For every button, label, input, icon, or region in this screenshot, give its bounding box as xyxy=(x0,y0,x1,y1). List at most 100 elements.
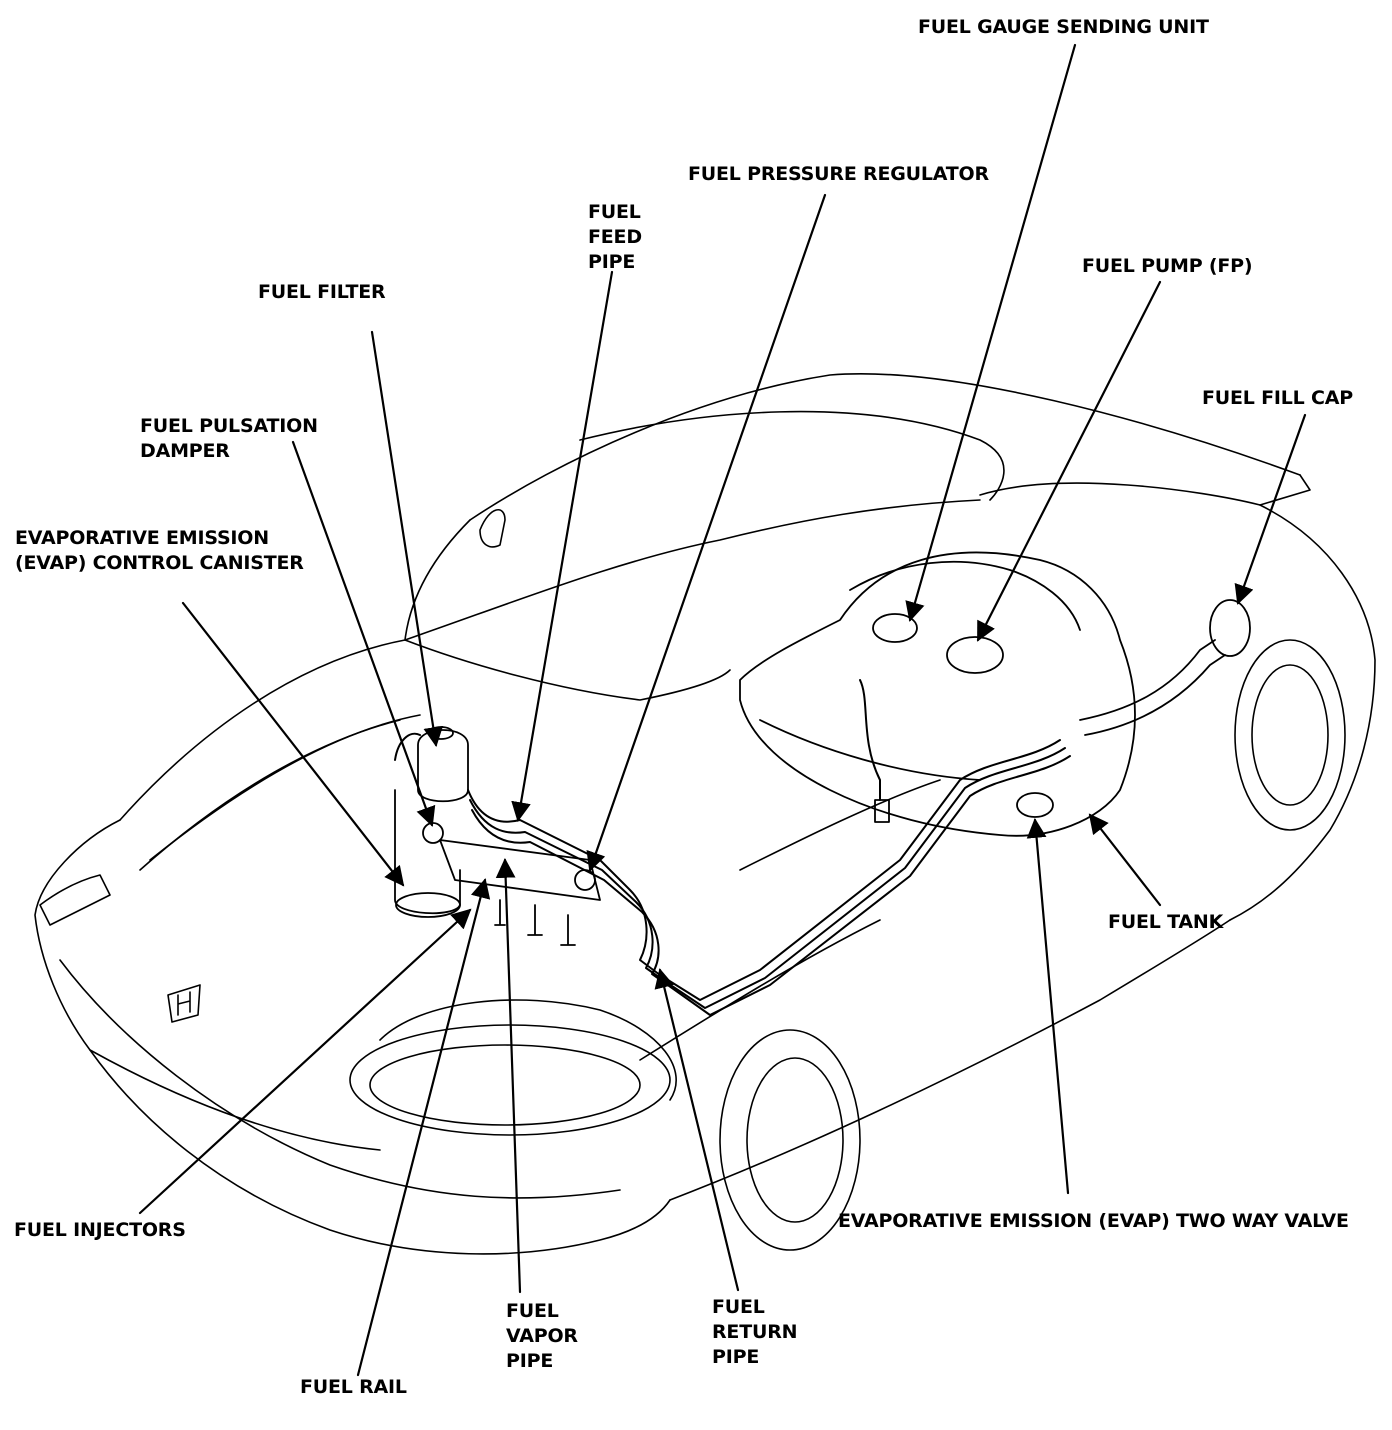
tank-body xyxy=(739,551,1136,837)
label-fuel-pump: FUEL PUMP (FP) xyxy=(1082,254,1253,279)
label-evap-two-way-valve: EVAPORATIVE EMISSION (EVAP) TWO WAY VALV… xyxy=(838,1209,1349,1234)
fuel-return-line xyxy=(469,747,1066,1009)
label-fuel-gauge-sending-unit: FUEL GAUGE SENDING UNIT xyxy=(918,15,1209,40)
fuel-tank-assembly xyxy=(739,551,1251,837)
label-fuel-tank: FUEL TANK xyxy=(1108,910,1223,935)
label-text: FUEL xyxy=(506,1300,559,1322)
fuel-rail-body xyxy=(439,839,601,901)
label-fuel-injectors: FUEL INJECTORS xyxy=(14,1218,186,1243)
lower-grille-line xyxy=(89,1049,381,1151)
label-text: PIPE xyxy=(506,1350,554,1372)
fuel-vapor-line xyxy=(471,755,1071,1016)
label-text: PIPE xyxy=(588,251,636,273)
leader-fuel-pulsation-damper xyxy=(291,440,436,827)
side-mirror xyxy=(479,509,506,548)
sending-unit xyxy=(872,613,918,643)
hood-crease xyxy=(139,719,401,871)
label-text: EVAPORATIVE EMISSION xyxy=(15,527,269,549)
two-way-valve xyxy=(1016,792,1054,818)
leader-fuel-pump xyxy=(976,280,1162,642)
label-text: EVAPORATIVE EMISSION (EVAP) TWO WAY VALV… xyxy=(838,1210,1349,1232)
hood-edge xyxy=(119,639,406,821)
label-text: FUEL FILL CAP xyxy=(1202,387,1353,409)
front-wheel-inner xyxy=(746,1057,844,1223)
hood-crease-2 xyxy=(149,714,421,861)
label-fuel-return-pipe: FUEL RETURN PIPE xyxy=(712,1295,798,1370)
label-text: FEED xyxy=(588,226,642,248)
rocker-line xyxy=(669,919,1231,1201)
leader-fuel-filter xyxy=(370,330,444,747)
label-text: FUEL PULSATION xyxy=(140,415,318,437)
a-pillar xyxy=(404,499,981,641)
front-lip xyxy=(59,959,621,1199)
leader-fuel-feed-pipe xyxy=(511,270,614,822)
door-line xyxy=(639,919,881,1061)
label-text: FUEL PRESSURE REGULATOR xyxy=(688,163,989,185)
label-text: RETURN xyxy=(712,1321,798,1343)
label-text: FUEL xyxy=(712,1296,765,1318)
label-fuel-feed-pipe: FUEL FEED PIPE xyxy=(588,200,642,275)
tank-top-ridge xyxy=(849,560,1081,631)
label-fuel-vapor-pipe: FUEL VAPOR PIPE xyxy=(506,1299,578,1374)
label-text: FUEL RAIL xyxy=(300,1376,407,1398)
rear-deck xyxy=(979,474,1311,506)
leader-evap-two-way-valve xyxy=(1026,818,1070,1195)
rear-wheel xyxy=(1234,639,1346,831)
honda-logo-h xyxy=(177,991,191,1016)
side-sill xyxy=(739,779,941,871)
label-text: VAPOR xyxy=(506,1325,578,1347)
car-body xyxy=(34,373,1376,1255)
evap-line xyxy=(394,732,421,761)
label-text: FUEL INJECTORS xyxy=(14,1219,186,1241)
label-text: FUEL PUMP (FP) xyxy=(1082,255,1253,277)
label-text: FUEL GAUGE SENDING UNIT xyxy=(918,16,1209,38)
canister-body xyxy=(394,789,461,915)
engine-fuel-components xyxy=(394,726,601,946)
nose xyxy=(34,819,671,1255)
front-wheel xyxy=(719,1029,861,1251)
headlight xyxy=(39,874,111,926)
leader-fuel-gauge-sending-unit xyxy=(905,43,1077,622)
canister-base xyxy=(395,892,461,918)
label-text: PIPE xyxy=(712,1346,760,1368)
injector-2 xyxy=(527,904,543,936)
label-text: FUEL xyxy=(588,201,641,223)
label-evap-canister: EVAPORATIVE EMISSION (EVAP) CONTROL CANI… xyxy=(15,526,304,576)
roof-inner-line xyxy=(579,410,1005,501)
front-fender-scoop xyxy=(349,1024,671,1136)
filler-neck-2 xyxy=(1084,654,1226,736)
leader-fuel-return-pipe xyxy=(654,968,740,1292)
filler-neck xyxy=(1079,639,1216,721)
label-text: DAMPER xyxy=(140,440,230,462)
windshield xyxy=(404,519,731,701)
tank-lower-ridge xyxy=(759,719,981,781)
label-text: FUEL FILTER xyxy=(258,281,386,303)
fuel-feed-line xyxy=(467,739,1061,1001)
label-fuel-filter: FUEL FILTER xyxy=(258,280,386,305)
injector-3 xyxy=(560,914,576,946)
injector-1 xyxy=(494,899,506,926)
front-fender-scoop-inner xyxy=(369,1044,641,1126)
leader-lines xyxy=(138,43,1307,1377)
leader-fuel-tank xyxy=(1088,813,1162,907)
label-fuel-rail: FUEL RAIL xyxy=(300,1375,407,1400)
leader-fuel-pressure-regulator xyxy=(586,193,827,872)
pulsation-damper xyxy=(422,822,444,844)
tank-to-pump-line xyxy=(859,679,881,801)
leader-fuel-rail xyxy=(356,878,491,1377)
leader-fuel-vapor-pipe xyxy=(495,858,522,1294)
fuel-lines xyxy=(394,679,1071,1016)
label-fuel-pulsation-damper: FUEL PULSATION DAMPER xyxy=(140,414,318,464)
leader-fuel-injectors xyxy=(138,908,472,1215)
tank-clip xyxy=(874,799,890,823)
label-text: FUEL TANK xyxy=(1108,911,1224,933)
front-wheel-arch xyxy=(379,999,677,1101)
leader-fuel-fill-cap xyxy=(1234,413,1307,605)
fuel-pump-flange xyxy=(946,636,1004,674)
label-fuel-pressure-regulator: FUEL PRESSURE REGULATOR xyxy=(688,162,989,187)
honda-logo xyxy=(167,984,201,1023)
roof-line xyxy=(469,373,1301,521)
label-text: (EVAP) CONTROL CANISTER xyxy=(15,552,304,574)
